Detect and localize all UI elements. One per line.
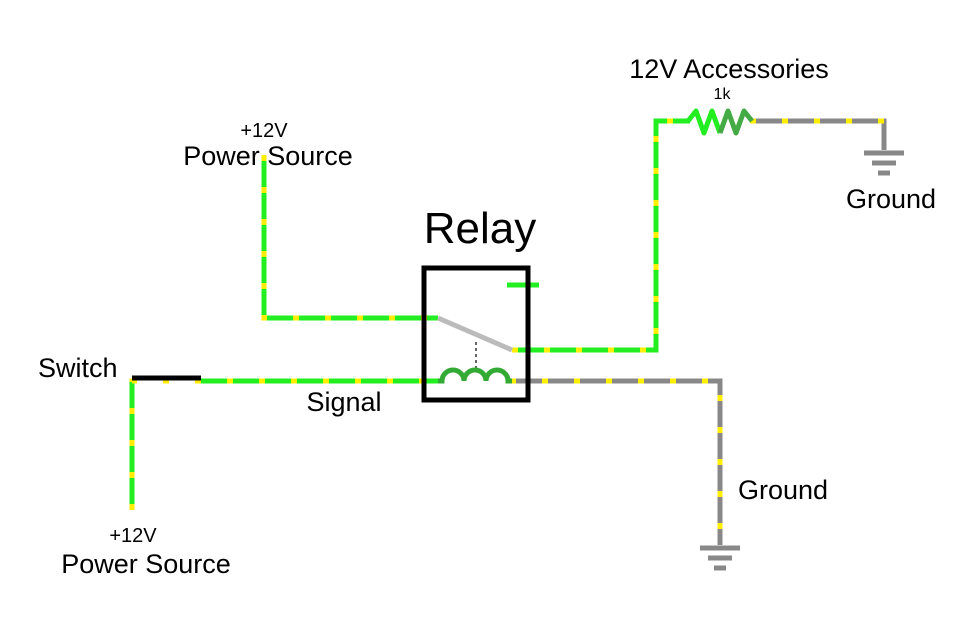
resistor-zigzag-left xyxy=(686,108,723,136)
power-bottom-name: Power Source xyxy=(61,549,231,579)
current-dots xyxy=(129,118,884,545)
wire-top-power xyxy=(261,155,438,321)
active-wires xyxy=(129,118,690,510)
resistor-icon[interactable] xyxy=(686,108,754,136)
ground-bottom-label: Ground xyxy=(738,475,828,505)
switch-label: Switch xyxy=(38,353,118,383)
resistor-value-label: 1k xyxy=(714,86,732,103)
relay-label: Relay xyxy=(424,204,537,253)
relay-coil xyxy=(438,367,512,384)
relay-icon[interactable] xyxy=(421,265,531,403)
relay-switch-arm xyxy=(437,315,513,353)
wire-resistor-to-ground xyxy=(750,118,887,150)
power-bottom-voltage: +12V xyxy=(109,525,157,547)
wire-coil-to-ground xyxy=(510,378,723,545)
signal-label: Signal xyxy=(306,387,381,417)
ground-icon xyxy=(864,150,904,176)
power-top-name: Power Source xyxy=(183,141,353,171)
resistor-zigzag-right xyxy=(717,108,754,136)
wire-contact-to-accessories xyxy=(512,118,690,353)
ground-icon xyxy=(700,545,740,571)
accessories-label: 12V Accessories xyxy=(629,54,829,84)
relay-body xyxy=(421,265,531,403)
ground-top-label: Ground xyxy=(846,184,936,214)
power-top-voltage: +12V xyxy=(240,120,288,142)
